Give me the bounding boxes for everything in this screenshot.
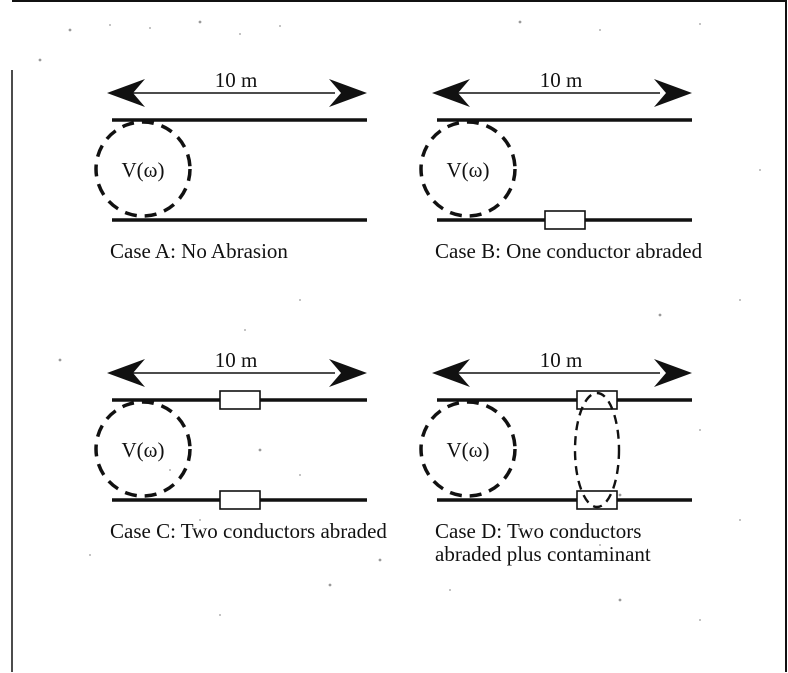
scan-noise-dot: [258, 448, 262, 452]
case-d-contaminant-ellipse: [573, 391, 621, 509]
case-d-abrasion-bottom: [576, 490, 618, 510]
scan-noise-dot: [89, 554, 91, 556]
case-c-source-label: V(ω): [122, 438, 165, 462]
scan-noise-dot: [378, 558, 382, 562]
scan-noise-dot: [38, 58, 42, 62]
scan-noise-dot: [739, 299, 741, 301]
case-b-arrowhead-left: [432, 79, 470, 107]
case-c-caption-line: Case C: Two conductors abraded: [110, 519, 387, 543]
case-a-arrowhead-right: [329, 79, 367, 107]
case-d-caption-line: abraded plus contaminant: [435, 542, 651, 566]
scan-noise-dot: [299, 474, 301, 476]
case-b-panel: 10 m V(ω) Case B: One conductor abraded: [419, 68, 703, 263]
case-c-arrowhead-right: [329, 359, 367, 387]
scan-noise-dot: [699, 429, 701, 431]
case-c-dimension-label: 10 m: [215, 348, 258, 372]
scan-noise-dot: [518, 20, 522, 24]
scan-noise-dot: [68, 28, 72, 32]
scan-noise-dot: [328, 583, 332, 587]
scan-noise-dot: [299, 299, 301, 301]
case-a-arrowhead-left: [107, 79, 145, 107]
case-a-source-label: V(ω): [122, 158, 165, 182]
case-b-source-label: V(ω): [447, 158, 490, 182]
scan-noise-dot: [759, 169, 761, 171]
scan-noise-dot: [449, 589, 451, 591]
panels-group: 10 m V(ω) Case A: No Abrasion 10 m V(ω) Case …: [94, 68, 703, 566]
scan-noise-dot: [149, 27, 151, 29]
case-c-abrasion-top: [219, 390, 261, 410]
scan-noise-dot: [199, 519, 201, 521]
scan-noise-dot: [239, 33, 241, 35]
scan-noise: [38, 20, 761, 621]
scan-noise-dot: [219, 614, 221, 616]
scan-noise-dot: [658, 313, 662, 317]
scan-noise-dot: [699, 619, 701, 621]
case-d-abrasion-top: [576, 390, 618, 410]
case-c-source-circle: [94, 400, 192, 498]
scan-noise-dot: [618, 493, 622, 497]
scan-noise-dot: [739, 519, 741, 521]
case-d-arrowhead-right: [654, 359, 692, 387]
scan-noise-dot: [599, 29, 601, 31]
case-b-abrasion-bottom: [544, 210, 586, 230]
case-c-panel: 10 m V(ω) Case C: Two conductors abraded: [94, 348, 387, 543]
case-b-caption-line: Case B: One conductor abraded: [435, 239, 703, 263]
scan-noise-dot: [279, 25, 281, 27]
case-a-dimension-label: 10 m: [215, 68, 258, 92]
case-c-abrasion-bottom: [219, 490, 261, 510]
case-c-arrowhead-left: [107, 359, 145, 387]
scan-noise-dot: [244, 329, 246, 331]
case-b-arrowhead-right: [654, 79, 692, 107]
case-d-caption-line: Case D: Two conductors: [435, 519, 641, 543]
scan-noise-dot: [198, 20, 202, 24]
scan-noise-dot: [618, 598, 622, 602]
case-d-source-label: V(ω): [447, 438, 490, 462]
case-a-source-circle: [94, 120, 192, 218]
scan-noise-dot: [599, 544, 601, 546]
case-b-source-circle: [419, 120, 517, 218]
case-b-dimension-label: 10 m: [540, 68, 583, 92]
case-d-arrowhead-left: [432, 359, 470, 387]
scan-noise-dot: [699, 23, 701, 25]
scan-noise-dot: [169, 469, 171, 471]
case-a-caption-line: Case A: No Abrasion: [110, 239, 288, 263]
case-d-source-circle: [419, 400, 517, 498]
scan-noise-dot: [58, 358, 62, 362]
case-d-dimension-label: 10 m: [540, 348, 583, 372]
case-a-panel: 10 m V(ω) Case A: No Abrasion: [94, 68, 367, 263]
scan-noise-dot: [109, 24, 111, 26]
